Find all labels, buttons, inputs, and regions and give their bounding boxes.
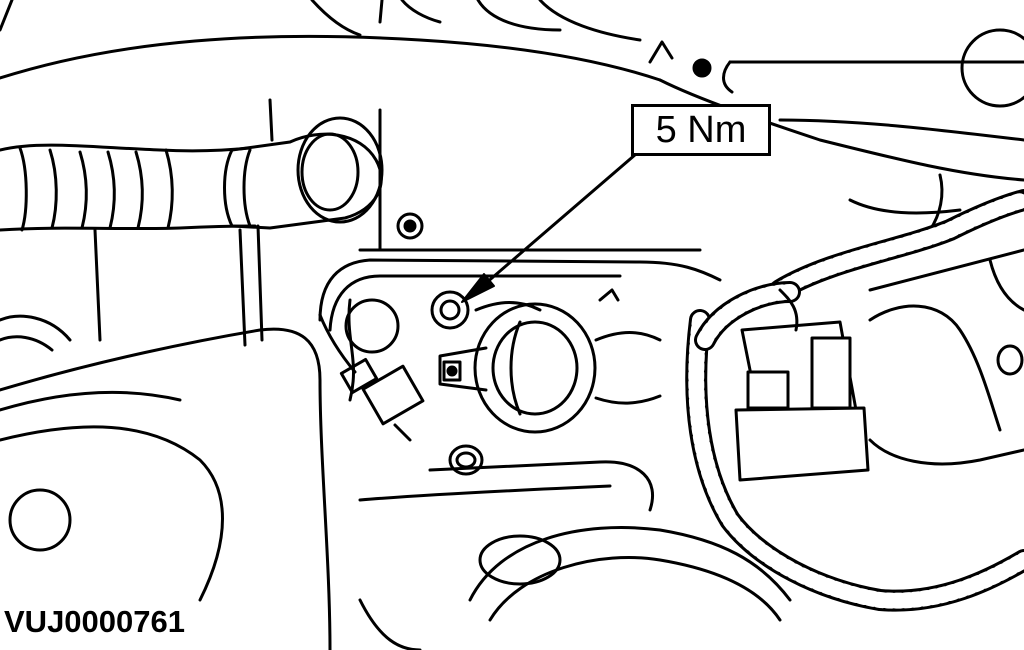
torque-callout: 5 Nm xyxy=(631,104,771,156)
sensor-bracket xyxy=(344,290,542,354)
callout-arrowhead xyxy=(461,273,495,303)
wiring-harness xyxy=(685,189,1024,612)
throttle-body xyxy=(438,288,662,434)
frame-lines xyxy=(93,98,424,347)
lower-hose xyxy=(358,526,792,650)
mounting-bolt xyxy=(448,444,484,476)
reference-code: VUJ0000761 xyxy=(4,604,185,639)
coolant-hose xyxy=(0,116,384,232)
upper-housing-lines xyxy=(0,0,1024,232)
harness-connector xyxy=(734,288,870,482)
right-housing xyxy=(868,248,1024,466)
left-ports xyxy=(0,314,332,650)
sensor-connector xyxy=(318,313,425,442)
callout-leader xyxy=(461,152,638,303)
upper-right-boss xyxy=(648,28,1024,108)
